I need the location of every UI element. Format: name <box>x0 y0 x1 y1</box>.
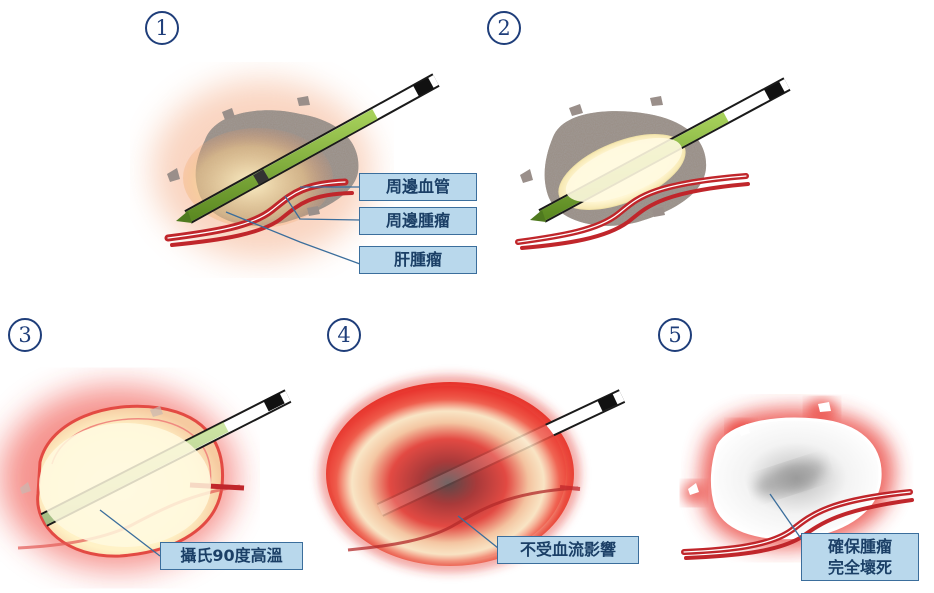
panel-1 <box>152 80 436 264</box>
label-liver-tumor: 肝腫瘤 <box>359 246 477 274</box>
step-2-number: 2 <box>487 11 521 45</box>
label-unaffected-by-blood-flow: 不受血流影響 <box>497 536 639 564</box>
label-surrounding-tumor: 周邊腫瘤 <box>359 207 477 235</box>
label-high-temperature: 攝氏90度高溫 <box>160 542 303 570</box>
label-complete-necrosis-line-2: 完全壞死 <box>810 557 910 578</box>
label-surrounding-vessel: 周邊血管 <box>359 173 477 201</box>
step-1-number: 1 <box>145 11 179 45</box>
step-3-number: 3 <box>8 318 42 352</box>
label-complete-necrosis-line-1: 確保腫瘤 <box>810 536 910 557</box>
panel-2 <box>518 84 787 248</box>
step-4-number: 4 <box>327 318 361 352</box>
label-complete-necrosis: 確保腫瘤 完全壞死 <box>801 533 919 581</box>
step-5-number: 5 <box>658 318 692 352</box>
